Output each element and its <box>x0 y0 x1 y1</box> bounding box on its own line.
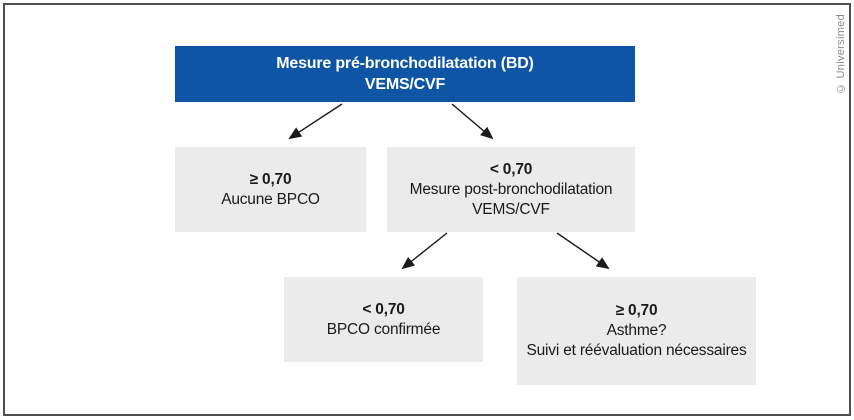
arrow-root-to-no-bpco <box>288 103 343 140</box>
arrow-post-bd-to-confirmed <box>401 232 448 270</box>
node-label: Asthme? <box>606 322 667 339</box>
threshold-value: < 0,70 <box>362 300 405 318</box>
threshold-value: ≥ 0,70 <box>615 302 658 319</box>
node-title: Mesure pré-bronchodilatation (BD) <box>276 55 534 72</box>
node-label: Mesure post-bronchodilatation <box>409 180 613 198</box>
arrow-root-to-post-bd <box>451 103 494 140</box>
node-asthme: ≥ 0,70 Asthme? Suivi et réévaluation néc… <box>517 277 756 385</box>
threshold-value: < 0,70 <box>489 160 533 178</box>
arrow-post-bd-to-asthme <box>556 232 610 270</box>
node-sublabel: VEMS/CVF <box>472 200 550 218</box>
node-bpco-confirmed: < 0,70 BPCO confirmée <box>284 277 483 362</box>
node-no-bpco: ≥ 0,70 Aucune BPCO <box>175 147 366 232</box>
threshold-value: ≥ 0,70 <box>249 170 292 188</box>
copyright-credit: © Universimed <box>835 14 847 95</box>
node-label: Aucune BPCO <box>221 190 320 208</box>
node-subtitle: VEMS/CVF <box>364 76 446 93</box>
node-sublabel: Suivi et réévaluation nécessaires <box>526 342 747 359</box>
node-pre-bronchodilatation: Mesure pré-bronchodilatation (BD) VEMS/C… <box>175 46 635 102</box>
node-post-bronchodilatation: < 0,70 Mesure post-bronchodilatation VEM… <box>387 147 635 232</box>
node-label: BPCO confirmée <box>326 320 441 338</box>
